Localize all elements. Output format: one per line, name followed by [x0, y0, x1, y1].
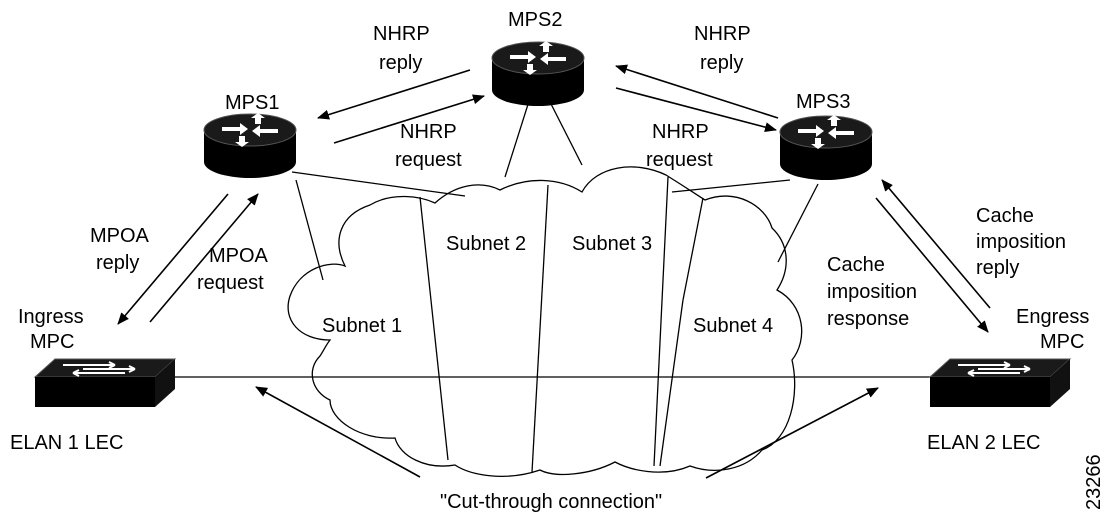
egress-label-2: MPC — [1040, 331, 1084, 353]
subnet-dividers — [419, 176, 704, 473]
cache-response-2: imposition — [827, 281, 917, 303]
subnet-cloud — [287, 166, 803, 477]
ingress-label-1: Ingress — [18, 306, 84, 328]
links — [155, 97, 930, 378]
cache-reply-1: Cache — [976, 205, 1034, 227]
nhrp-reply-left-2: reply — [379, 52, 422, 74]
nhrp-reply-right-2: reply — [700, 52, 743, 74]
mpoa-request-2: request — [197, 272, 264, 294]
egress-label-1: Engress — [1016, 306, 1089, 328]
nhrp-request-left-1: NHRP — [400, 121, 457, 143]
nhrp-reply-right-1: NHRP — [694, 23, 751, 45]
mps2-router-icon — [491, 40, 585, 107]
egress-switch-icon — [929, 358, 1071, 408]
mps1-router-icon — [203, 112, 297, 179]
cut-through-label: "Cut-through connection" — [440, 491, 662, 513]
nhrp-request-left-2: request — [395, 149, 462, 171]
message-arrows — [117, 64, 991, 479]
nhrp-request-right-1: NHRP — [652, 121, 709, 143]
subnet-2-label: Subnet 2 — [446, 233, 526, 255]
subnet-1-label: Subnet 1 — [322, 315, 402, 337]
mps2-label: MPS2 — [508, 9, 562, 31]
mps3-router-icon — [779, 114, 873, 181]
mpoa-reply-1: MPOA — [90, 225, 150, 247]
cache-reply-2: imposition — [976, 231, 1066, 253]
mps1-label: MPS1 — [225, 92, 279, 114]
cache-response-3: response — [827, 308, 909, 330]
elan2-label: ELAN 2 LEC — [927, 432, 1040, 454]
mpoa-reply-2: reply — [96, 252, 139, 274]
mps3-label: MPS3 — [796, 91, 850, 113]
nhrp-request-right-2: request — [646, 149, 713, 171]
figure-id: 23266 — [1083, 454, 1105, 510]
ingress-label-2: MPC — [30, 331, 74, 353]
mpoa-request-1: MPOA — [209, 245, 269, 267]
cache-reply-3: reply — [976, 257, 1019, 279]
nhrp-reply-left-1: NHRP — [373, 23, 430, 45]
cache-response-1: Cache — [827, 254, 885, 276]
ingress-switch-icon — [34, 358, 176, 408]
subnet-4-label: Subnet 4 — [693, 315, 773, 337]
elan1-label: ELAN 1 LEC — [10, 432, 123, 454]
subnet-3-label: Subnet 3 — [572, 233, 652, 255]
